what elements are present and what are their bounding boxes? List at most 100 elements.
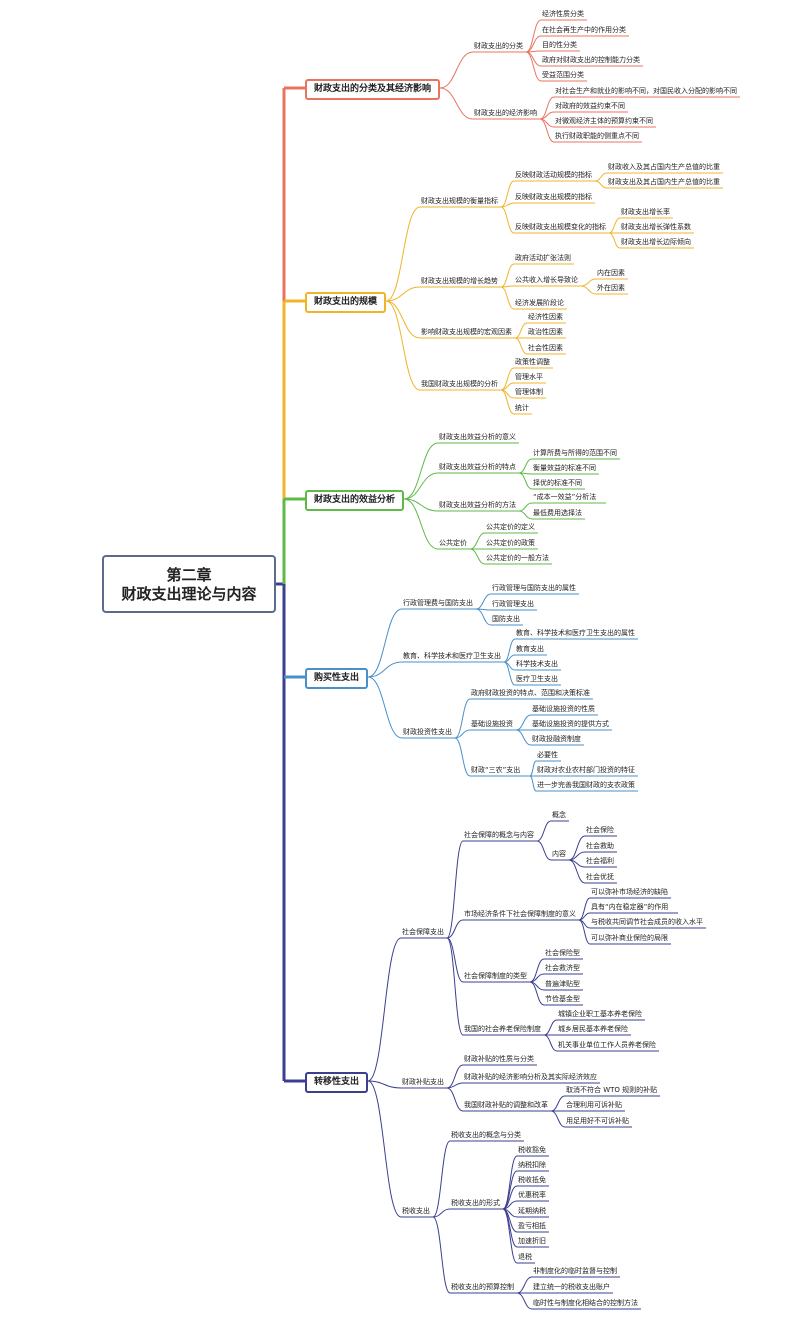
topic-node[interactable]: 行政管理支出	[492, 600, 534, 608]
topic-node[interactable]: 基础设施投资的提供方式	[532, 720, 609, 728]
topic-node[interactable]: 管理体制	[515, 388, 543, 396]
topic-node[interactable]: 与税收共同调节社会成员的收入水平	[591, 918, 703, 926]
topic-node[interactable]: 受益范围分类	[542, 71, 584, 79]
topic-node[interactable]: 取消不符合 WTO 规则的补贴	[566, 1086, 658, 1094]
topic-node[interactable]: 影响财政支出规模的宏观因素	[421, 328, 512, 336]
topic-node[interactable]: 节俭基金型	[545, 995, 580, 1003]
topic-node[interactable]: 反映财政活动规模的指标	[515, 171, 592, 179]
topic-node[interactable]: 建立统一的税收支出账户	[533, 1283, 610, 1291]
topic-node[interactable]: 税收支出	[402, 1207, 430, 1215]
topic-node[interactable]: 优惠税率	[518, 1191, 546, 1199]
topic-node[interactable]: 管理水平	[515, 373, 543, 381]
branch-topic[interactable]: 转移性支出	[305, 1072, 369, 1093]
topic-node[interactable]: 反映财政支出规模变化的指标	[515, 223, 606, 231]
topic-node[interactable]: 可以弥补商业保险的局限	[591, 934, 668, 942]
topic-node[interactable]: 可以弥补市场经济的缺陷	[591, 888, 668, 896]
topic-node[interactable]: 税收支出的预算控制	[451, 1283, 514, 1291]
topic-node[interactable]: 财政支出增长率	[621, 208, 670, 216]
topic-node[interactable]: 政府财政投资的特点、范围和决策标准	[471, 689, 590, 697]
topic-node[interactable]: 退税	[518, 1253, 532, 1261]
topic-node[interactable]: 财政补贴的经济影响分析及其实际经济效应	[464, 1073, 597, 1081]
topic-node[interactable]: 概念	[552, 811, 566, 819]
topic-node[interactable]: 公共定价	[439, 539, 467, 547]
topic-node[interactable]: 财政支出增长边际倾向	[621, 238, 691, 246]
topic-node[interactable]: 社会优抚	[586, 873, 614, 881]
topic-node[interactable]: 经济性质分类	[542, 10, 584, 18]
topic-node[interactable]: 财政支出的经济影响	[474, 109, 537, 117]
topic-node[interactable]: 社会救助	[586, 842, 614, 850]
topic-node[interactable]: 行政管理费与国防支出	[403, 599, 473, 607]
topic-node[interactable]: 科学技术支出	[516, 660, 558, 668]
topic-node[interactable]: 财政收入及其占国内生产总值的比重	[608, 163, 720, 171]
topic-node[interactable]: 对政府的效益约束不同	[555, 102, 625, 110]
topic-node[interactable]: 财政支出及其占国内生产总值的比重	[608, 178, 720, 186]
topic-node[interactable]: 对社会生产和就业的影响不同，对国民收入分配的影响不同	[555, 87, 737, 95]
topic-node[interactable]: 衡量效益的标准不同	[533, 464, 596, 472]
topic-node[interactable]: 普遍津贴型	[545, 980, 580, 988]
topic-node[interactable]: 机关事业单位工作人员养老保险	[558, 1041, 656, 1049]
topic-node[interactable]: 合理利用可诉补贴	[566, 1101, 622, 1109]
topic-node[interactable]: 延期纳税	[518, 1207, 546, 1215]
topic-node[interactable]: 社会保障支出	[402, 928, 444, 936]
topic-node[interactable]: 国防支出	[492, 615, 520, 623]
branch-topic[interactable]: 财政支出的规模	[305, 292, 387, 313]
topic-node[interactable]: 税收抵免	[518, 1176, 546, 1184]
topic-node[interactable]: 经济发展阶段论	[515, 299, 564, 307]
topic-node[interactable]: 税收支出的形式	[451, 1199, 500, 1207]
topic-node[interactable]: 政策性调整	[515, 358, 550, 366]
topic-node[interactable]: 临时性与制度化相结合的控制方法	[533, 1299, 638, 1307]
topic-node[interactable]: 必要性	[537, 751, 558, 759]
topic-node[interactable]: 社会保障制度的类型	[464, 972, 527, 980]
topic-node[interactable]: 非制度化的临时监督与控制	[533, 1267, 617, 1275]
topic-node[interactable]: 在社会再生产中的作用分类	[542, 26, 626, 34]
branch-topic[interactable]: 财政支出的效益分析	[305, 490, 405, 511]
topic-node[interactable]: 公共定价的政策	[486, 539, 535, 547]
topic-node[interactable]: 我国的社会养老保险制度	[464, 1025, 541, 1033]
topic-node[interactable]: 财政支出效益分析的特点	[439, 463, 516, 471]
topic-node[interactable]: 经济性因素	[528, 313, 563, 321]
topic-node[interactable]: 计算所费与所得的范围不同	[533, 449, 617, 457]
topic-node[interactable]: 税收支出的概念与分类	[451, 1131, 521, 1139]
topic-node[interactable]: 财政支出规模的衡量指标	[421, 197, 498, 205]
topic-node[interactable]: 公共定价的定义	[486, 523, 535, 531]
topic-node[interactable]: 我国财政补贴的调整和改革	[464, 1101, 548, 1109]
topic-node[interactable]: 我国财政支出规模的分析	[421, 380, 498, 388]
topic-node[interactable]: 公共定价的一般方法	[486, 554, 549, 562]
topic-node[interactable]: 政治性因素	[528, 328, 563, 336]
topic-node[interactable]: 择优的标准不同	[533, 479, 582, 487]
topic-node[interactable]: 反映财政支出规模的指标	[515, 193, 592, 201]
topic-node[interactable]: 财政支出的分类	[474, 42, 523, 50]
topic-node[interactable]: 进一步完善我国财政的支农政策	[537, 781, 635, 789]
topic-node[interactable]: 行政管理与国防支出的属性	[492, 584, 576, 592]
topic-node[interactable]: 城镇企业职工基本养老保险	[558, 1010, 642, 1018]
topic-node[interactable]: 财政支出效益分析的方法	[439, 501, 516, 509]
topic-node[interactable]: 对微观经济主体的预算约束不同	[555, 117, 653, 125]
branch-topic[interactable]: 财政支出的分类及其经济影响	[305, 79, 441, 100]
topic-node[interactable]: 社会保障的概念与内容	[464, 831, 534, 839]
topic-node[interactable]: 公共收入增长导致论	[515, 276, 578, 284]
topic-node[interactable]: 政府活动扩张法则	[515, 254, 571, 262]
topic-node[interactable]: 财政对农业农村部门投资的特征	[537, 766, 635, 774]
topic-node[interactable]: 加速折旧	[518, 1237, 546, 1245]
root-topic[interactable]: 第二章财政支出理论与内容	[102, 555, 276, 613]
topic-node[interactable]: 教育、科学技术和医疗卫生支出	[403, 652, 501, 660]
topic-node[interactable]: 外在因素	[597, 284, 625, 292]
topic-node[interactable]: 具有“内在稳定器”的作用	[591, 903, 669, 911]
topic-node[interactable]: 财政支出效益分析的意义	[439, 433, 516, 441]
topic-node[interactable]: 政府对财政支出的控制能力分类	[542, 56, 640, 64]
topic-node[interactable]: 财政补贴的性质与分类	[464, 1055, 534, 1063]
topic-node[interactable]: 财政支出规模的增长趋势	[421, 277, 498, 285]
topic-node[interactable]: “成本一效益”分析法	[533, 493, 597, 501]
topic-node[interactable]: 基础设施投资	[471, 720, 513, 728]
topic-node[interactable]: 财政补贴支出	[402, 1078, 444, 1086]
topic-node[interactable]: 医疗卫生支出	[516, 675, 558, 683]
topic-node[interactable]: 执行财政职能的侧重点不同	[555, 132, 639, 140]
topic-node[interactable]: 用足用好不可诉补贴	[566, 1117, 629, 1125]
topic-node[interactable]: 财政投资性支出	[403, 728, 452, 736]
topic-node[interactable]: 市场经济条件下社会保障制度的意义	[464, 910, 576, 918]
topic-node[interactable]: 社会保险型	[545, 949, 580, 957]
topic-node[interactable]: 教育、科学技术和医疗卫生支出的属性	[516, 629, 635, 637]
branch-topic[interactable]: 购买性支出	[305, 668, 369, 689]
topic-node[interactable]: 目的性分类	[542, 41, 577, 49]
topic-node[interactable]: 统计	[515, 404, 529, 412]
